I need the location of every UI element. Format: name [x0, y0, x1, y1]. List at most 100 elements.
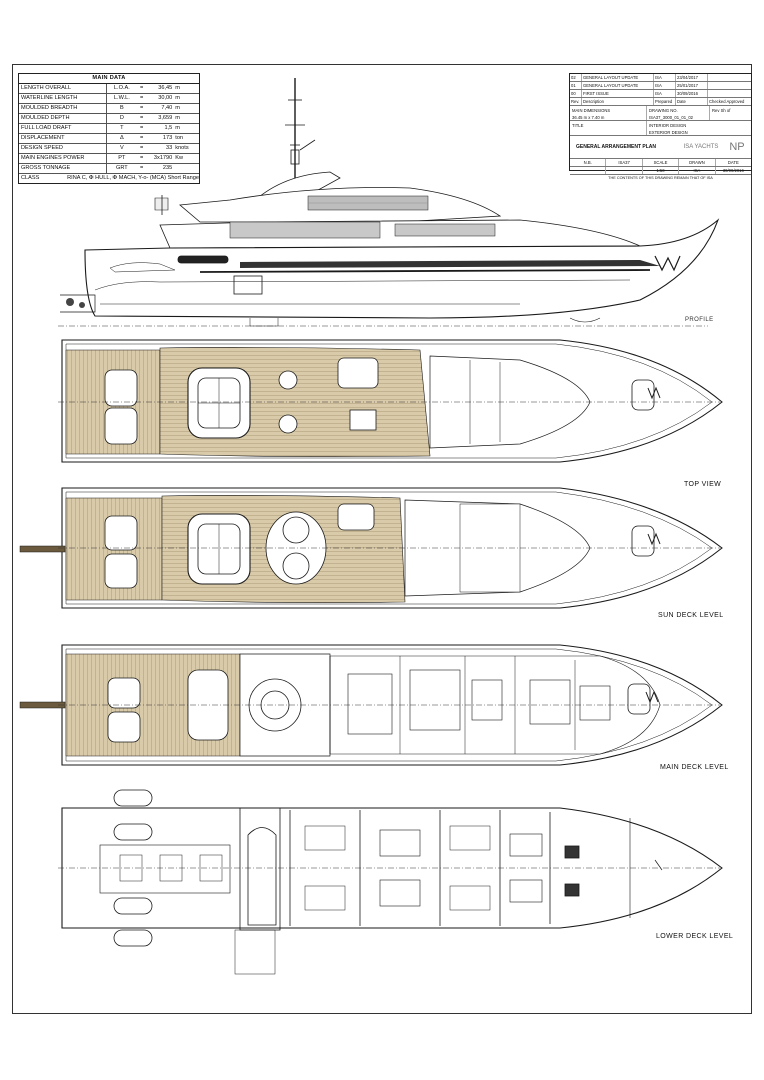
spec-symbol: L.W.L. — [113, 95, 130, 101]
title-label: TITLE — [572, 123, 584, 128]
profile-label: PROFILE — [685, 317, 714, 323]
spec-unit: m — [175, 95, 180, 101]
spec-value: 3,659 — [158, 115, 173, 121]
spec-label: WATERLINE LENGTH — [19, 94, 108, 103]
spec-value: 173 — [162, 135, 173, 141]
lower-deck-label: LOWER DECK LEVEL — [656, 933, 734, 940]
scale-header: DATE — [727, 160, 739, 165]
rev-no: 02 — [570, 74, 582, 81]
spec-unit: m — [175, 105, 180, 111]
spec-symbol: V — [119, 145, 124, 151]
exterior-design: EXTERIOR DESIGN — [649, 130, 688, 135]
scale-header: DRAWN — [679, 159, 716, 166]
sheet-cell: Rev Sh of — [710, 106, 751, 120]
interior-design: INTERIOR DESIGN — [649, 123, 687, 128]
rev-date: 30/09/2016 — [676, 90, 708, 97]
main-data-title: MAIN DATA — [19, 74, 199, 84]
rev-no: Rev. — [570, 98, 582, 105]
top-view-label: TOP VIEW — [684, 481, 722, 488]
plan-title: GENERAL ARRANGEMENT PLAN — [576, 143, 657, 150]
spec-label: DESIGN SPEED — [19, 144, 108, 153]
spec-symbol: Δ — [119, 135, 124, 141]
lower-deck-plan — [61, 789, 723, 975]
design-row: TITLE INTERIOR DESIGN EXTERIOR DESIGN — [570, 121, 751, 136]
rev-date: 23/04/2017 — [676, 74, 708, 81]
spec-value: 7,40 — [161, 105, 173, 111]
scale-value: ISA — [679, 167, 716, 174]
spec-value: 33 — [166, 145, 173, 151]
isa-yachts-logo: ISA YACHTS — [683, 143, 719, 150]
scale-value — [570, 167, 607, 174]
spec-unit: knots — [175, 145, 189, 151]
dimensions-row: MAIN DIMENSIONS 36.45 m x 7.40 m DRAWING … — [570, 106, 751, 121]
footer-note: THE CONTENTS OF THIS DRAWING REMAIN THAT… — [608, 176, 713, 180]
main-deck-label: MAIN DECK LEVEL — [660, 764, 729, 771]
scale-value — [606, 167, 643, 174]
spec-unit: ton — [175, 135, 184, 141]
designer-logo: NP — [729, 140, 745, 153]
rev-by: Prepared — [654, 98, 676, 105]
scale-header-row: N.B. ISA37 SCALE DRAWN DATE — [570, 159, 751, 167]
spec-unit: m — [175, 125, 180, 131]
spec-label: FULL LOAD DRAFT — [19, 124, 108, 133]
rev-no: 00 — [570, 90, 582, 97]
spec-unit: Kw — [175, 155, 184, 161]
spec-eq: = — [139, 165, 144, 171]
spec-eq: = — [139, 125, 144, 131]
spec-eq: = — [139, 135, 144, 141]
rev-desc: FIRST ISSUE — [582, 90, 654, 97]
spec-label: LENGTH OVERALL — [19, 84, 108, 93]
spec-eq: = — [139, 145, 144, 151]
spec-value: 3x1790 — [153, 155, 173, 161]
spec-eq: = — [139, 155, 144, 161]
spec-label: MAIN ENGINES POWER — [19, 154, 108, 163]
top-view-plan — [61, 339, 723, 463]
spec-value: 1,5 — [164, 125, 173, 131]
spec-eq: = — [139, 95, 144, 101]
dimensions-label: MAIN DIMENSIONS — [572, 108, 611, 113]
spec-eq: = — [139, 85, 144, 91]
spec-symbol: T — [120, 125, 124, 131]
plan-title-row: GENERAL ARRANGEMENT PLAN ISA YACHTS NP — [570, 136, 751, 159]
drawing-label: DRAWING NO. — [649, 108, 678, 113]
spec-unit: m — [175, 115, 180, 121]
scale-value-row: 1:50 ISA 30/09/2016 — [570, 167, 751, 175]
rev-desc: Description — [582, 98, 654, 105]
spec-eq: = — [139, 115, 144, 121]
spec-symbol: B — [119, 105, 124, 111]
scale-header: SCALE — [643, 159, 680, 166]
spec-value: 36,45 — [158, 85, 173, 91]
rev-date: Date — [676, 98, 708, 105]
rev-date: 25/01/2017 — [676, 82, 708, 89]
spec-symbol: L.O.A. — [113, 85, 130, 91]
rev-no: 01 — [570, 82, 582, 89]
class-value: RINA C, ✠ HULL, ✠ MACH, Y-o- (MCA) Short… — [67, 175, 199, 181]
scale-header: ISA37 — [606, 159, 643, 166]
design-cell: INTERIOR DESIGN EXTERIOR DESIGN — [647, 121, 751, 135]
class-label: CLASS — [21, 175, 40, 181]
dimensions-value: 36.45 m x 7.40 m — [572, 115, 605, 120]
spec-symbol: PT — [118, 155, 126, 161]
spec-unit: m — [175, 85, 180, 91]
spec-eq: = — [139, 105, 144, 111]
drawing-no-cell: DRAWING NO.ISA37_3000_01_01_02 — [647, 106, 710, 120]
rev-by: ISA — [654, 90, 676, 97]
spec-label: GROSS TONNAGE — [19, 164, 108, 173]
rev-by: ISA — [654, 82, 676, 89]
